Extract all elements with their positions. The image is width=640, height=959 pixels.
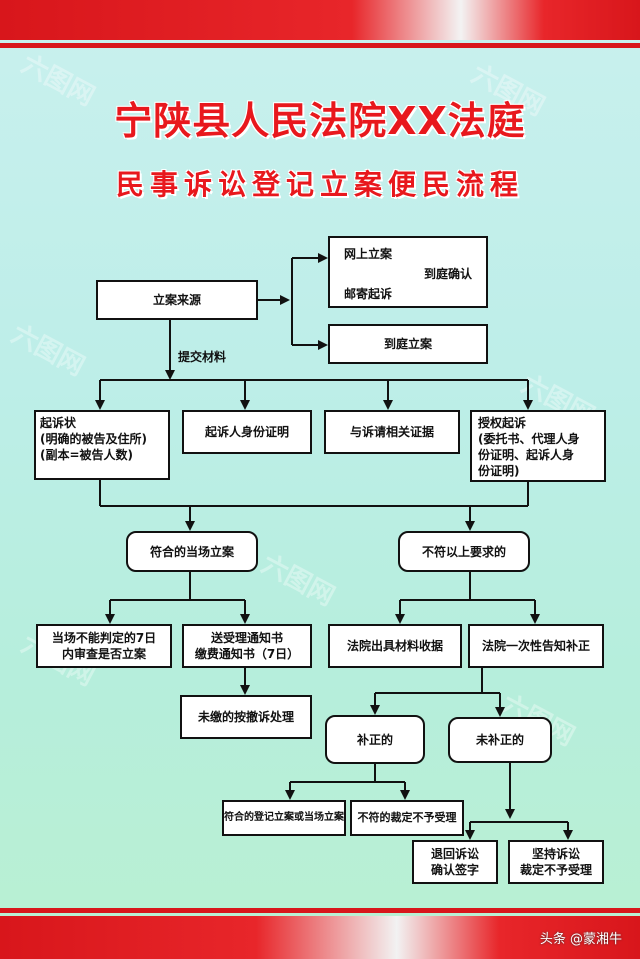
node-unqualified: 不符以上要求的 bbox=[398, 531, 530, 572]
node-notice: 送受理通知书 缴费通知书（7日） bbox=[182, 624, 312, 668]
node-register: 符合的登记立案或当场立案 bbox=[222, 800, 346, 836]
node-unpaid: 未缴的按撤诉处理 bbox=[180, 695, 312, 739]
page-subtitle: 民事诉讼登记立案便民流程 bbox=[115, 168, 524, 201]
node-court-file: 到庭立案 bbox=[328, 324, 488, 364]
node-not-corrected: 未补正的 bbox=[448, 717, 552, 763]
top-banner bbox=[0, 0, 640, 40]
node-persist: 坚持诉讼 裁定不予受理 bbox=[508, 840, 604, 884]
node-online-mail-group: 网上立案 邮寄起诉 到庭确认 bbox=[328, 236, 488, 308]
page-title: 宁陕县人民法院XX法庭 bbox=[114, 99, 526, 143]
node-complaint: 起诉状 (明确的被告及住所) (副本=被告人数) bbox=[34, 410, 170, 480]
label-confirm: 到庭确认 bbox=[424, 267, 473, 281]
node-source: 立案来源 bbox=[96, 280, 258, 320]
label-submit: 提交材料 bbox=[178, 350, 227, 364]
node-qualified: 符合的当场立案 bbox=[126, 531, 258, 572]
bottom-divider bbox=[0, 908, 640, 913]
top-divider bbox=[0, 43, 640, 48]
node-authorize: 授权起诉 (委托书、代理人身 份证明、起诉人身 份证明) bbox=[470, 410, 606, 482]
node-corrected: 补正的 bbox=[325, 715, 425, 764]
node-inform: 法院一次性告知补正 bbox=[468, 624, 604, 668]
bottom-banner bbox=[0, 916, 640, 959]
node-evidence: 与诉请相关证据 bbox=[324, 410, 460, 454]
label-online: 网上立案 bbox=[344, 247, 393, 261]
label-mail: 邮寄起诉 bbox=[344, 287, 393, 301]
node-withdraw: 退回诉讼 确认签字 bbox=[412, 840, 498, 884]
node-receipt: 法院出具材料收据 bbox=[328, 624, 462, 668]
node-reject-nonconform: 不符的裁定不予受理 bbox=[350, 800, 464, 836]
node-identity: 起诉人身份证明 bbox=[182, 410, 312, 454]
node-seven-days: 当场不能判定的7日 内审查是否立案 bbox=[36, 624, 172, 668]
source-watermark: 头条 @蒙湘牛 bbox=[539, 932, 622, 947]
